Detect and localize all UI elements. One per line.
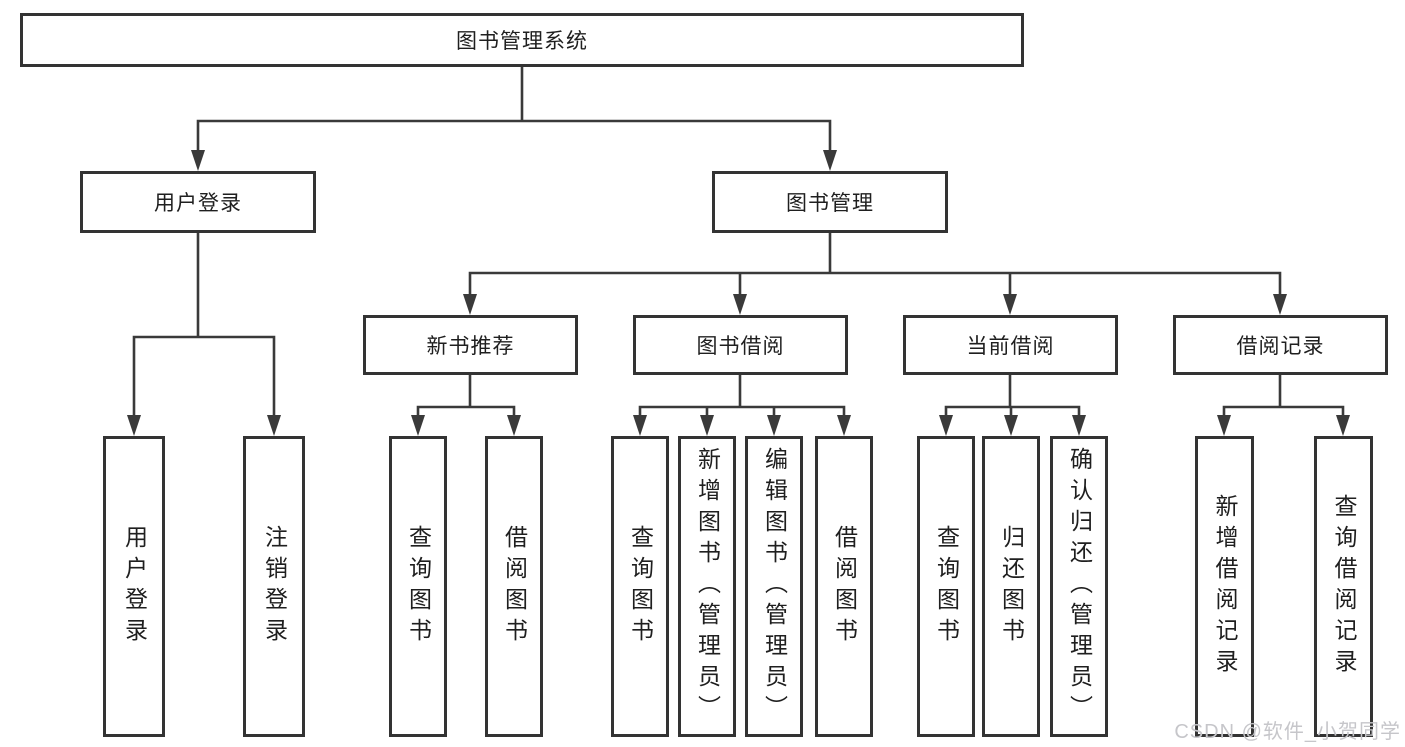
node-leaf-nbr-borrow-books-label: 借阅图书 [501, 524, 528, 649]
node-leaf-bb-add-books: 新增图书（管理员） [678, 436, 736, 737]
node-root-label: 图书管理系统 [456, 30, 588, 53]
edge-current-borrow-branch [944, 405, 1081, 419]
node-leaf-logout-label: 注销登录 [261, 524, 288, 649]
node-leaf-br-add-record-label: 新增借阅记录 [1212, 493, 1238, 680]
node-leaf-bb-edit-books: 编辑图书（管理员） [745, 436, 803, 737]
node-user-login: 用户登录 [80, 171, 316, 233]
node-user-login-label: 用户登录 [154, 192, 242, 215]
node-current-borrowing: 当前借阅 [903, 315, 1118, 375]
node-leaf-user-login-label: 用户登录 [121, 524, 148, 649]
node-leaf-bb-add-books-label: 新增图书（管理员） [694, 447, 721, 726]
node-leaf-br-query-record: 查询借阅记录 [1314, 436, 1373, 737]
node-root: 图书管理系统 [20, 13, 1024, 67]
node-book-management-label: 图书管理 [786, 192, 874, 215]
edge-book-borrowing-branch [638, 405, 846, 419]
node-leaf-user-login: 用户登录 [103, 436, 165, 737]
arrow-book-management [823, 150, 837, 171]
csdn-watermark: CSDN @软件_小贺同学 [1174, 721, 1401, 743]
node-leaf-br-add-record: 新增借阅记录 [1195, 436, 1254, 737]
edge-new-book-branch [416, 405, 516, 419]
node-leaf-bb-query-books: 查询图书 [611, 436, 669, 737]
node-book-borrowing-label: 图书借阅 [696, 335, 785, 358]
node-leaf-cb-return-books: 归还图书 [982, 436, 1040, 737]
arrow-book-borrowing [733, 294, 747, 315]
node-new-book-recommend-label: 新书推荐 [426, 335, 515, 358]
arrow-current-borrow [1003, 294, 1017, 315]
node-new-book-recommend: 新书推荐 [363, 315, 578, 375]
node-leaf-cb-confirm-return: 确认归还（管理员） [1050, 436, 1108, 737]
node-borrowing-records-label: 借阅记录 [1236, 335, 1325, 358]
arrow-borrow-records [1273, 294, 1287, 315]
node-leaf-nbr-borrow-books: 借阅图书 [485, 436, 543, 737]
node-leaf-br-query-record-label: 查询借阅记录 [1331, 493, 1357, 680]
edge-book-mgmt-branch [468, 271, 1282, 298]
node-book-management: 图书管理 [712, 171, 948, 233]
edge-borrow-records-branch [1222, 405, 1345, 419]
node-leaf-bb-borrow-books-label: 借阅图书 [831, 524, 858, 649]
edge-user-login-branch [132, 335, 276, 419]
node-leaf-nbr-query-books: 查询图书 [389, 436, 447, 737]
arrowheads [127, 150, 1350, 436]
node-leaf-cb-query-books: 查询图书 [917, 436, 975, 737]
node-borrowing-records: 借阅记录 [1173, 315, 1388, 375]
node-leaf-bb-query-books-label: 查询图书 [627, 524, 654, 649]
node-leaf-bb-borrow-books: 借阅图书 [815, 436, 873, 737]
node-leaf-cb-query-books-label: 查询图书 [933, 524, 960, 649]
node-leaf-bb-edit-books-label: 编辑图书（管理员） [761, 447, 788, 726]
node-leaf-cb-confirm-return-label: 确认归还（管理员） [1066, 447, 1093, 726]
node-leaf-cb-return-books-label: 归还图书 [998, 524, 1025, 649]
edge-root-branch [196, 119, 832, 154]
node-leaf-logout: 注销登录 [243, 436, 305, 737]
arrow-user-login [191, 150, 205, 171]
arrow-new-book [463, 294, 477, 315]
node-book-borrowing: 图书借阅 [633, 315, 848, 375]
node-leaf-nbr-query-books-label: 查询图书 [405, 524, 432, 649]
node-current-borrowing-label: 当前借阅 [966, 335, 1055, 358]
